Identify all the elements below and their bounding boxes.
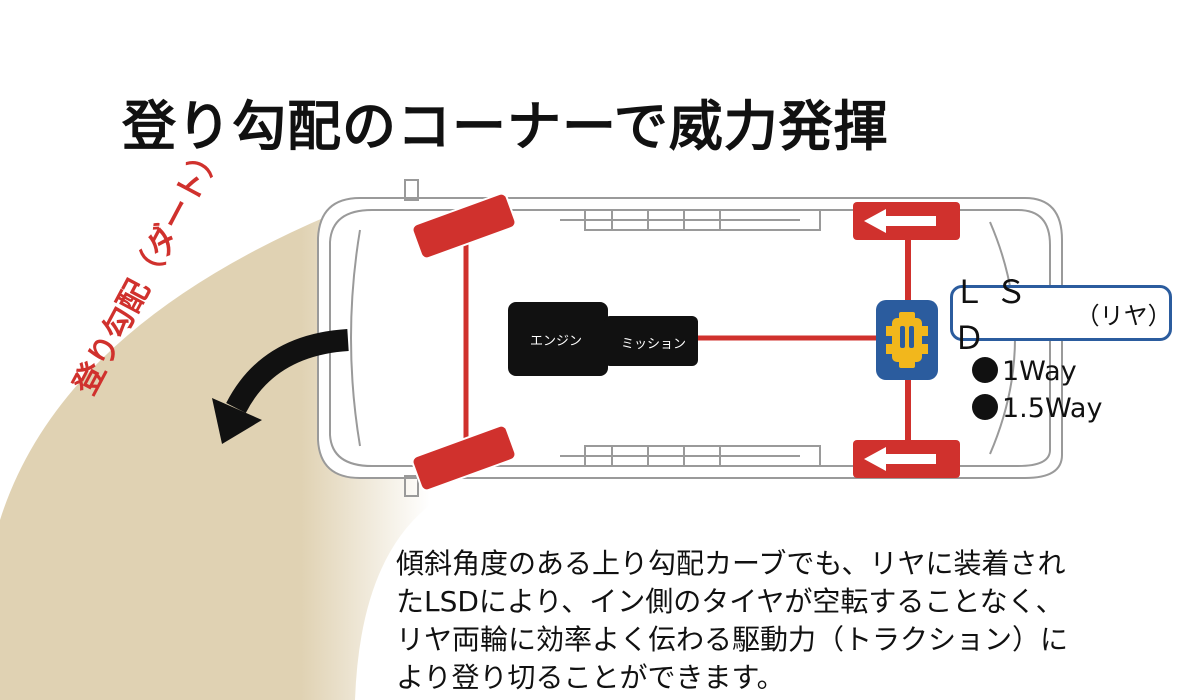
- transmission-label: ミッション: [621, 337, 687, 352]
- engine-label: エンジン: [530, 334, 583, 349]
- bullet-icon: [972, 394, 998, 420]
- page-title: 登り勾配のコーナーで威力発揮: [122, 95, 889, 158]
- differential-gear-icon: [886, 312, 928, 368]
- front-left-tire: [411, 192, 517, 260]
- description-line: リヤ両輪に効率よく伝わる駆動力（トラクション）に: [396, 623, 1069, 656]
- drive-arrow-icon: [864, 447, 936, 471]
- turn-direction-arrow-icon: [212, 329, 349, 444]
- lsd-option-label: 1Way: [1002, 356, 1077, 387]
- lsd-label: ＬＳＤ: [953, 273, 1038, 357]
- lsd-sublabel: （リヤ）: [1075, 301, 1172, 330]
- drive-arrow-icon: [864, 209, 936, 233]
- description-text: 傾斜角度のある上り勾配カーブでも、リヤに装着され たLSDにより、イン側のタイヤ…: [396, 545, 1186, 697]
- bullet-icon: [972, 357, 998, 383]
- lsd-label-box: ＬＳＤ （リヤ）: [950, 273, 1172, 357]
- lsd-option: 1.5Way: [972, 393, 1102, 424]
- engine-block: [508, 302, 608, 376]
- description-line: 傾斜角度のある上り勾配カーブでも、リヤに装着され: [396, 547, 1066, 580]
- description-line: より登り切ることができます。: [396, 661, 785, 694]
- rear-right-tire: [853, 440, 960, 478]
- lsd-option-label: 1.5Way: [1002, 393, 1103, 424]
- lsd-option: 1Way: [972, 356, 1077, 387]
- lsd-unit: [876, 300, 938, 380]
- rear-left-tire: [853, 202, 960, 240]
- description-line: たLSDにより、イン側のタイヤが空転することなく、: [396, 585, 1064, 618]
- front-right-tire: [411, 424, 517, 492]
- transmission-block: [604, 316, 698, 366]
